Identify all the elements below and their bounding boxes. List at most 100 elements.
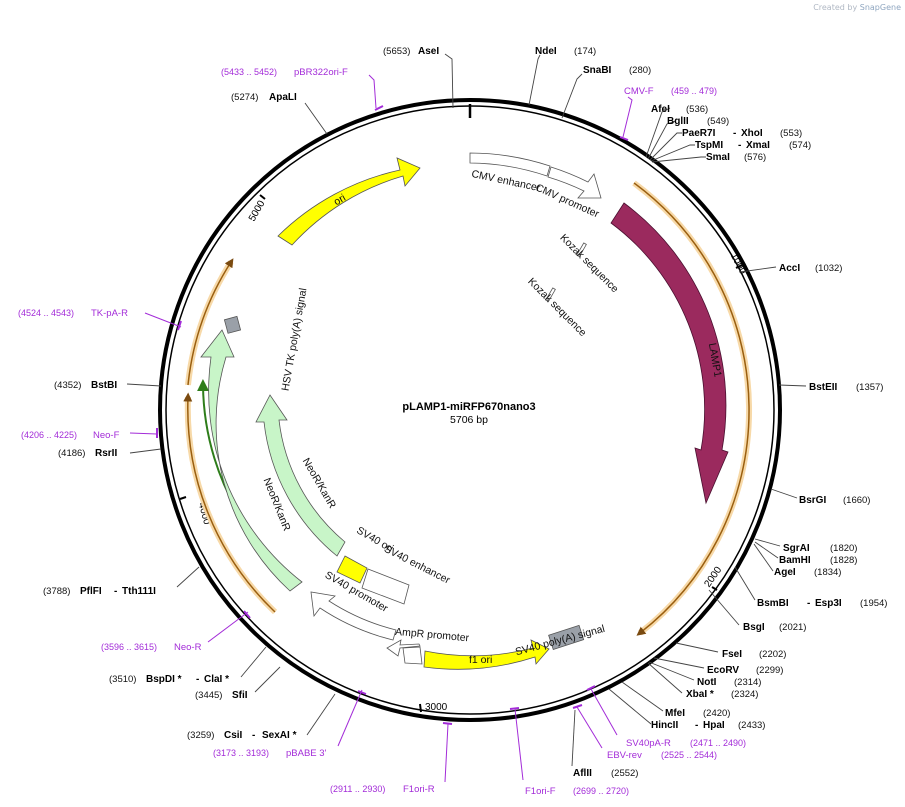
kozak-label: Kozak sequence: [525, 276, 588, 339]
site-pflfi: (3788)PflFI- Tth111I: [43, 586, 156, 597]
primer-ebv-rev: EBV-rev(2525 .. 2544): [607, 750, 717, 761]
svg-text:(574): (574): [789, 140, 811, 151]
svg-text:(1828): (1828): [830, 555, 857, 566]
site-mfei: MfeI (2420): [665, 708, 730, 719]
svg-text:(5653): (5653): [383, 46, 410, 57]
ampr-promoter-label: AmpR promoter: [395, 626, 470, 644]
tick-label: 3000: [425, 702, 448, 713]
cmv-promoter-feature: [547, 166, 602, 199]
svg-text:RsrII: RsrII: [95, 448, 117, 459]
primer-pbabe-3: (3173 .. 3193)pBABE 3': [213, 748, 327, 759]
plasmid-name: pLAMP1-miRFP670nano3: [402, 401, 535, 413]
sv40-polya-label: SV40 poly(A) signal: [514, 623, 606, 658]
hsv-tk-polya-label: HSV TK poly(A) signal: [280, 287, 310, 392]
svg-text:SV40pA-R: SV40pA-R: [626, 738, 671, 749]
sv40-enhancer-feature: [361, 568, 410, 605]
svg-text:HpaI: HpaI: [703, 720, 725, 731]
svg-text:(2021): (2021): [779, 622, 806, 633]
svg-text:(1820): (1820): [830, 543, 857, 554]
svg-text:(174): (174): [574, 46, 596, 57]
svg-text:BstBI: BstBI: [91, 380, 117, 391]
site-bspdi: (3510)BspDI *- ClaI *: [109, 674, 229, 685]
svg-text:(1032): (1032): [815, 263, 842, 274]
svg-text:BsmBI: BsmBI: [757, 598, 789, 609]
svg-text:(459 .. 479): (459 .. 479): [671, 86, 717, 96]
svg-text:-: -: [196, 674, 199, 685]
restriction-sites: (5653)AseI NdeI(174) SnaBI(280) (5274)Ap…: [43, 46, 887, 779]
lamp1-label: LAMP1: [706, 342, 724, 378]
svg-text:(5433 .. 5452): (5433 .. 5452): [221, 67, 277, 77]
kozak-label: Kozak sequence: [557, 232, 620, 295]
svg-text:PflFI: PflFI: [80, 586, 102, 597]
svg-text:-: -: [807, 598, 810, 609]
snapgene-watermark: Created by SnapGene: [813, 3, 901, 12]
cmv-enhancer-feature: [469, 152, 551, 177]
site-asei: (5653) AseI: [383, 46, 439, 57]
cmv-enhancer-label: CMV enhancer: [470, 168, 541, 194]
svg-text:(3259): (3259): [187, 730, 214, 741]
svg-text:(2420): (2420): [703, 708, 730, 719]
svg-text:NotI: NotI: [697, 677, 717, 688]
svg-text:XhoI: XhoI: [741, 128, 763, 139]
svg-text:SnaBI: SnaBI: [583, 65, 612, 76]
site-ecorv: EcoRV(2299): [707, 665, 783, 676]
svg-text:(4186): (4186): [58, 448, 85, 459]
svg-text:(2699 .. 2720): (2699 .. 2720): [573, 786, 629, 796]
svg-text:HincII: HincII: [651, 720, 678, 731]
svg-text:(4206 .. 4225): (4206 .. 4225): [21, 430, 77, 440]
site-bglii: BglII(549): [667, 116, 729, 127]
svg-text:MfeI: MfeI: [665, 708, 685, 719]
svg-text:AgeI: AgeI: [774, 567, 796, 578]
svg-text:-: -: [738, 140, 741, 151]
svg-text:(4352): (4352): [54, 380, 81, 391]
plasmid-size: 5706 bp: [450, 414, 488, 426]
svg-text:CMV-F: CMV-F: [624, 86, 654, 97]
site-xbai: XbaI *(2324): [686, 689, 758, 700]
site-bsgi: BsgI(2021): [743, 622, 806, 633]
svg-text:ApaLI: ApaLI: [269, 92, 297, 103]
svg-text:(2314): (2314): [734, 677, 761, 688]
svg-text:(5274): (5274): [231, 92, 258, 103]
svg-text:(3173 .. 3193): (3173 .. 3193): [213, 748, 269, 758]
site-ndei: NdeI(174): [535, 46, 596, 57]
svg-text:-: -: [733, 128, 736, 139]
svg-text:BsrGI: BsrGI: [799, 495, 826, 506]
svg-text:Neo-F: Neo-F: [93, 430, 120, 441]
svg-text:ClaI *: ClaI *: [204, 674, 229, 685]
primer-neo-r: (3596 .. 3615)Neo-R: [101, 642, 202, 653]
site-hincii: HincII- HpaI(2433): [651, 720, 765, 731]
svg-text:(1660): (1660): [843, 495, 870, 506]
svg-text:AflII: AflII: [573, 768, 592, 779]
svg-text:AseI: AseI: [418, 46, 439, 57]
svg-text:SgrAI: SgrAI: [783, 543, 810, 554]
lamp1-feature: [610, 202, 729, 505]
svg-text:(4524 .. 4543): (4524 .. 4543): [18, 308, 74, 318]
svg-text:-: -: [114, 586, 117, 597]
svg-text:F1ori-R: F1ori-R: [403, 784, 435, 795]
svg-text:(3445): (3445): [195, 690, 222, 701]
svg-text:XmaI: XmaI: [746, 140, 770, 151]
f1-ori-feature: [423, 639, 550, 670]
sv40-ori-feature: [336, 555, 368, 584]
tick-label: 5000: [247, 198, 268, 223]
primer-markers: [129, 74, 633, 783]
svg-text:SfiI: SfiI: [232, 690, 248, 701]
f1-ori-label: f1 ori: [469, 654, 492, 666]
primer-sv40pa-r: SV40pA-R (2471 .. 2490): [626, 738, 746, 749]
svg-text:(2433): (2433): [738, 720, 765, 731]
site-sgrai: SgrAI (1820): [783, 543, 857, 554]
svg-text:EBV-rev: EBV-rev: [607, 750, 642, 761]
snapgene-logo: SnapGene: [859, 3, 901, 12]
svg-text:SmaI: SmaI: [706, 152, 730, 163]
svg-text:(2471 .. 2490): (2471 .. 2490): [690, 738, 746, 748]
neor-feature-2: [255, 394, 346, 557]
svg-text:(3596 .. 3615): (3596 .. 3615): [101, 642, 157, 652]
primer-pbr322ori-f: (5433 .. 5452)pBR322ori-F: [221, 67, 348, 78]
svg-text:(3788): (3788): [43, 586, 70, 597]
svg-text:BstEII: BstEII: [809, 382, 838, 393]
svg-text:AfeI: AfeI: [651, 104, 670, 115]
svg-text:(1357): (1357): [856, 382, 883, 393]
site-noti: NotI (2314): [697, 677, 761, 688]
site-rsrii: (4186) RsrII: [58, 448, 117, 459]
